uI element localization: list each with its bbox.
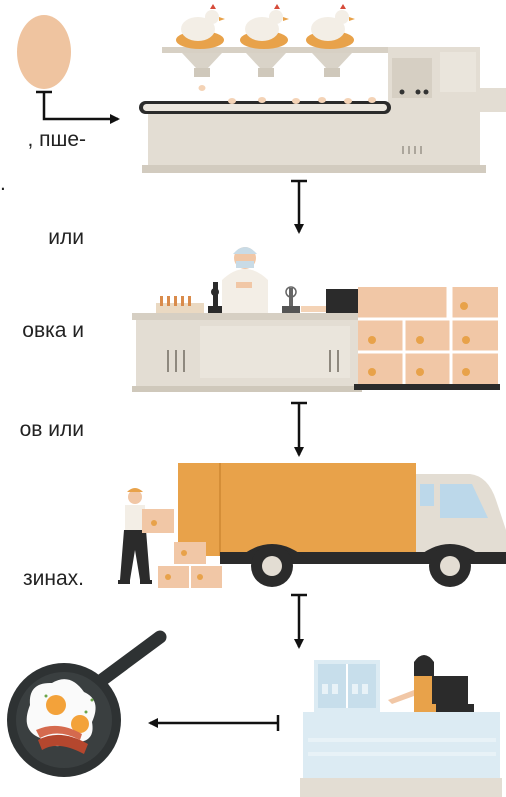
lab-station: [132, 296, 362, 392]
conveyor-machine-icon: [139, 47, 506, 173]
shop-to-consumer-arrow: [148, 715, 280, 731]
scale-icon: [282, 286, 327, 313]
hen-icon: [176, 4, 225, 49]
text-line-4: овка и: [22, 319, 84, 342]
text-line-6: зинах.: [23, 567, 84, 590]
egg-box-icon: [354, 287, 500, 390]
microscope-icon: [208, 282, 224, 313]
lab-worker-icon: [222, 247, 268, 313]
text-line-5: ов или: [19, 418, 84, 441]
egg-icon: [17, 15, 71, 89]
egg-box-icon: [158, 542, 222, 588]
hen-icon: [240, 4, 289, 49]
delivery-worker-icon: [118, 488, 174, 584]
monitor-icon: [326, 289, 360, 313]
truck-to-shop-arrow: [291, 593, 307, 649]
hen-icon: [306, 4, 355, 49]
text-line-2: .: [0, 172, 6, 195]
shop-counter-icon: [300, 660, 502, 797]
frying-pan-icon: [7, 630, 167, 777]
truck-icon: [178, 463, 506, 587]
text-line-3: или: [48, 226, 84, 249]
farm-to-lab-arrow: [291, 179, 307, 234]
lab-to-truck-arrow: [291, 401, 307, 457]
text-line-1: , пше-: [27, 128, 86, 151]
egg-to-farm-arrow: [36, 90, 120, 124]
cashier-icon: [388, 655, 474, 712]
